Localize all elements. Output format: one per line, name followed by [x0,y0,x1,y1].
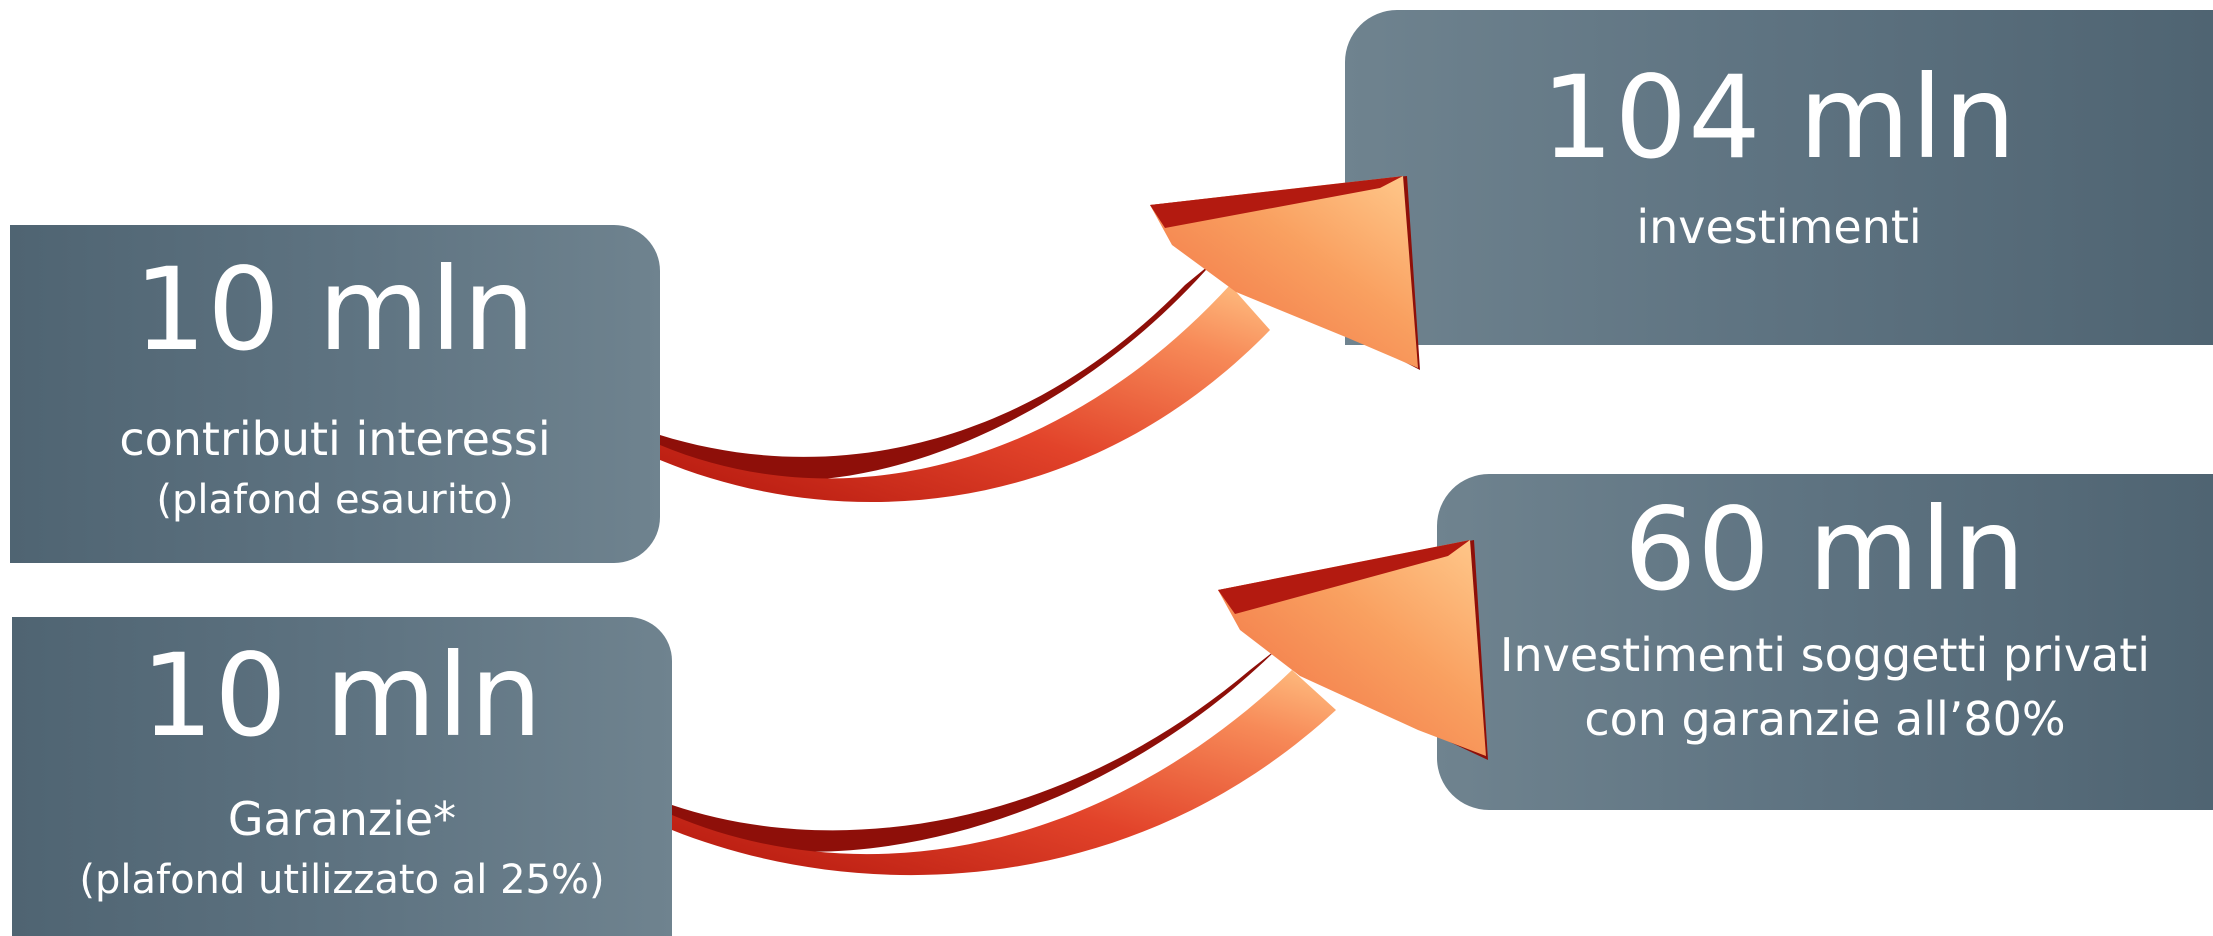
privati-label-line2: con garanzie all’80% [1584,692,2066,746]
contributi-amount: 10 mln [133,243,537,376]
arrow-garanzie-to-privati [672,540,1488,876]
privati-amount: 60 mln [1623,483,2027,616]
privati-label-line1: Investimenti soggetti privati [1499,628,2151,682]
contributi-note: (plafond esaurito) [156,477,514,523]
garanzie-label: Garanzie* [227,791,457,846]
result-box-privati: 60 mln Investimenti soggetti privati con… [1437,474,2213,810]
garanzie-note: (plafond utilizzato al 25%) [79,856,605,903]
contributi-label: contributi interessi [119,412,551,466]
result-box-investimenti: 104 mln investimenti [1345,10,2213,345]
investimenti-label: investimenti [1636,199,1922,254]
garanzie-amount: 10 mln [140,628,544,762]
investimenti-amount: 104 mln [1541,50,2017,184]
arrow-contributi-to-investimenti [660,176,1420,503]
source-box-contributi: 10 mln contributi interessi (plafond esa… [10,225,660,563]
source-box-garanzie: 10 mln Garanzie* (plafond utilizzato al … [12,617,672,936]
